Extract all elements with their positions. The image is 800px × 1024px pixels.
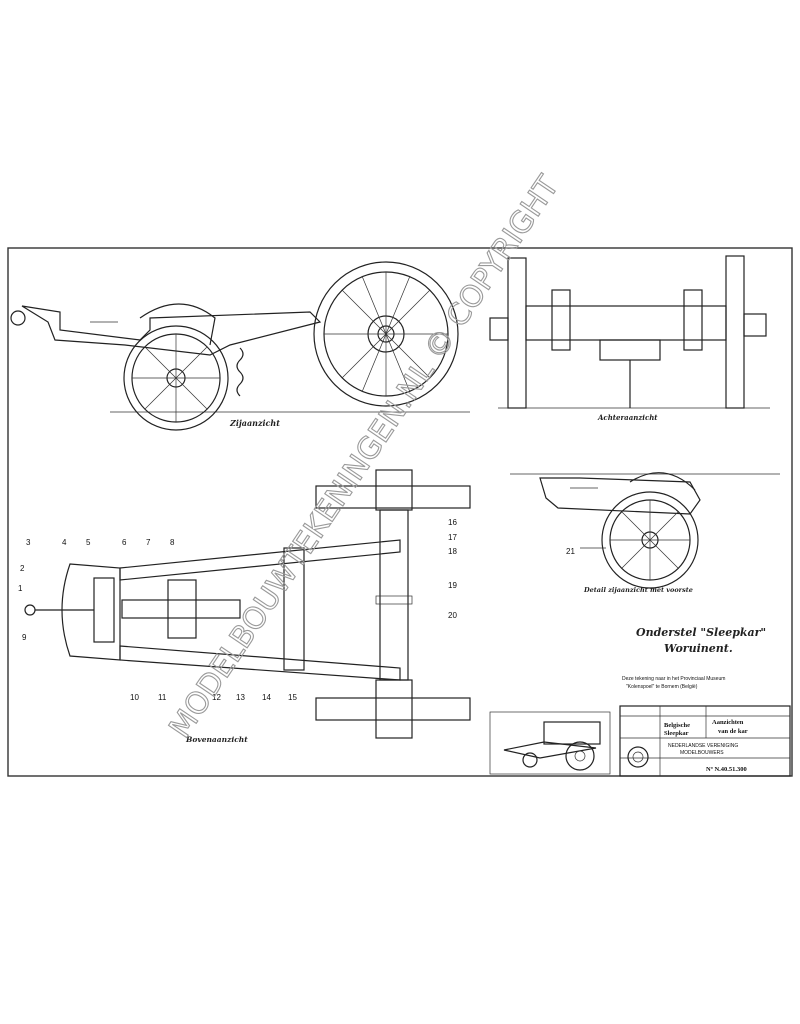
drawing-border xyxy=(7,247,793,777)
rear-view-caption: Achteraanzicht xyxy=(597,413,658,422)
part-label: 8 xyxy=(170,538,175,547)
bottom-view-drawing xyxy=(24,469,471,739)
drawing-title-line1: Onderstel "Sleepkar" xyxy=(636,626,766,639)
drawing-number: Nº N.40.51.300 xyxy=(706,766,747,773)
title-block-subject-2: Sleepkar xyxy=(664,730,689,737)
part-label: 9 xyxy=(22,633,27,642)
side-view-caption: Zijaanzicht xyxy=(229,418,280,428)
drawing-title-line2: Woruinent. xyxy=(664,642,733,655)
part-label: 20 xyxy=(448,611,457,620)
part-label: 17 xyxy=(448,533,457,542)
part-label: 10 xyxy=(130,693,139,702)
part-label: 3 xyxy=(26,538,31,547)
part-label: 4 xyxy=(62,538,67,547)
title-block: Belgische Sleepkar Aanzichten van de kar… xyxy=(619,705,791,777)
museum-note-line2: "Kolenspoel" te Bornem (België) xyxy=(626,684,698,690)
cart-perspective-thumbnail xyxy=(489,711,611,775)
rear-view-drawing xyxy=(489,255,770,409)
part-label: 18 xyxy=(448,547,457,556)
detail-view-caption: Detail zijaanzicht met voorste xyxy=(583,586,693,594)
museum-note-line1: Deze tekening naar in het Provinciaal Mu… xyxy=(622,676,725,682)
title-block-subject-1: Belgische xyxy=(664,722,690,729)
title-block-organisation-1: NEDERLANDSE VERENIGING xyxy=(668,743,738,749)
part-label: 14 xyxy=(262,693,271,702)
title-block-description-1: Aanzichten xyxy=(712,719,744,726)
part-label: 1 xyxy=(18,584,23,593)
part-label: 16 xyxy=(448,518,457,527)
organisation-logo xyxy=(627,746,649,768)
part-label: 13 xyxy=(236,693,245,702)
side-view-drawing xyxy=(10,261,470,431)
part-label: 12 xyxy=(212,693,221,702)
detail-view-drawing xyxy=(510,472,780,589)
title-block-description-2: van de kar xyxy=(718,728,748,735)
title-block-organisation-2: MODELBOUWERS xyxy=(680,750,724,756)
bottom-view-caption: Bovenaanzicht xyxy=(185,735,248,744)
part-label: 19 xyxy=(448,581,457,590)
part-number-labels: 3 4 5 6 7 8 2 1 9 10 11 12 13 14 15 16 1… xyxy=(18,518,575,702)
part-label: 6 xyxy=(122,538,127,547)
part-label: 15 xyxy=(288,693,297,702)
part-label: 2 xyxy=(20,564,25,573)
part-label: 21 xyxy=(566,547,575,556)
part-label: 11 xyxy=(158,693,167,702)
part-label: 7 xyxy=(146,538,151,547)
part-label: 5 xyxy=(86,538,91,547)
